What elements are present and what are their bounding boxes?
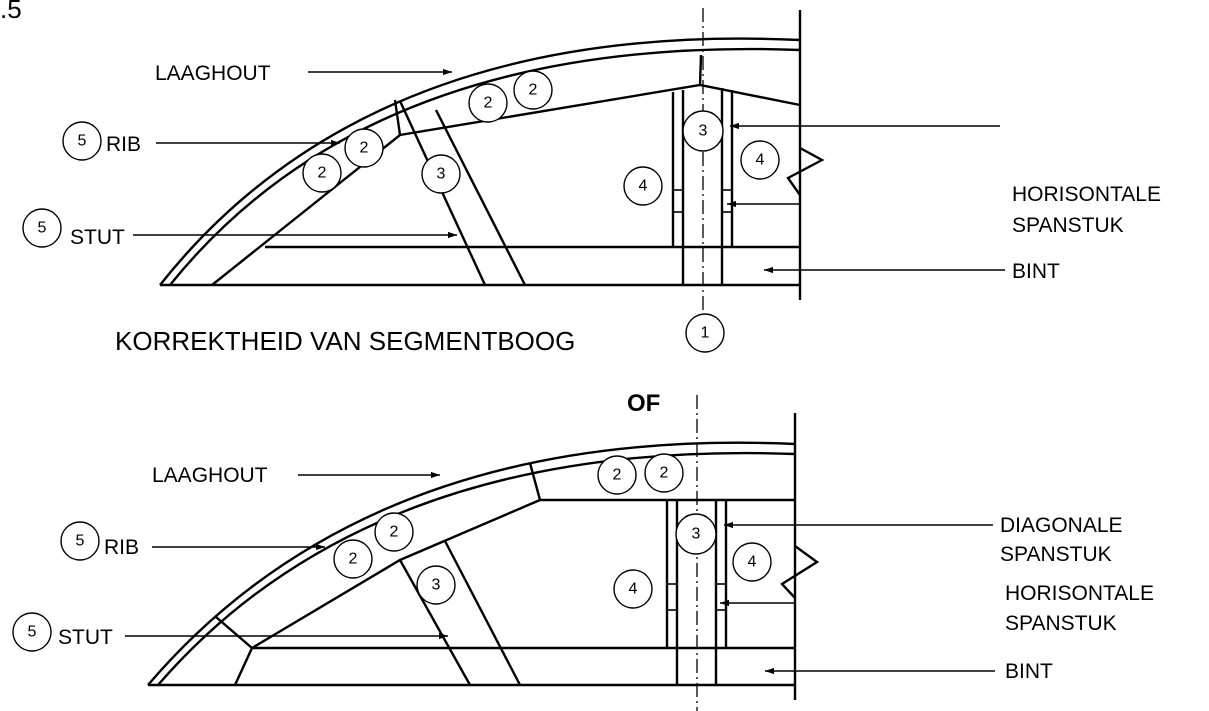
top-bint-label: BINT <box>1012 260 1060 283</box>
bottom-strut-marker <box>416 565 456 605</box>
bottom-truss <box>147 395 820 711</box>
top-rib-marker-b <box>302 153 342 193</box>
top-laaghout-label: LAAGHOUT <box>155 62 271 85</box>
bottom-rib-marker-b <box>333 539 373 579</box>
bottom-left-brace-a <box>215 616 253 649</box>
top-caption-marker <box>685 313 725 353</box>
top-laaghout-marker-b <box>513 70 553 110</box>
bottom-left-brace-b <box>233 647 254 686</box>
top-caption: KORREKTHEID VAN SEGMENTBOOG <box>115 326 575 356</box>
top-rib-marker <box>62 121 102 161</box>
bottom-arch-inner <box>157 451 796 686</box>
top-arch-inner <box>169 47 801 286</box>
separator-of: OF <box>627 390 660 417</box>
bottom-rib-marker <box>60 521 100 561</box>
bottom-bint-label: BINT <box>1005 660 1053 683</box>
top-king-marker-num: 3 <box>699 123 708 140</box>
bottom-king-marker <box>675 513 717 555</box>
bottom-arch-outer <box>147 441 796 686</box>
top-arch-outer <box>159 37 801 286</box>
top-strut-b <box>434 109 527 286</box>
top-left-panel-marker-num: 4 <box>639 178 648 195</box>
bottom-horisontale-spanstuk-label: SPANSTUK <box>1005 612 1117 635</box>
bottom-rib-lower <box>251 498 795 650</box>
top-caption-marker-num: 1 <box>701 325 710 342</box>
bottom-laaghout-marker-a-num: 2 <box>613 467 622 484</box>
bottom-diagonale-label: DIAGONALE <box>1000 514 1123 537</box>
top-joint-apex <box>698 54 703 86</box>
bottom-rib-joint-top <box>528 462 542 501</box>
top-joint-left <box>393 99 402 136</box>
top-rib-lower <box>211 83 801 286</box>
bottom-diagonale-spanstuk-label: SPANSTUK <box>1000 543 1112 566</box>
bottom-strut-a <box>398 559 472 686</box>
bottom-left-panel-marker-num: 4 <box>629 581 638 598</box>
bottom-strut-b <box>443 540 522 686</box>
bottom-right-panel-marker <box>732 542 772 582</box>
top-strut-marker-num: 3 <box>437 166 446 183</box>
bottom-laaghout-marker-a <box>597 455 637 495</box>
top-rib-marker-a-num: 2 <box>360 140 369 157</box>
top-stut-marker <box>22 208 62 248</box>
top-spanstuk-label: SPANSTUK <box>1012 214 1124 237</box>
bottom-rib-marker-num: 5 <box>76 533 85 550</box>
top-horisontale-label: HORISONTALE <box>1012 183 1161 206</box>
bottom-rib-marker-b-num: 2 <box>349 551 358 568</box>
top-laaghout-marker-a <box>468 83 508 123</box>
top-strut-marker <box>421 154 461 194</box>
figure-number: .5 <box>0 0 22 24</box>
top-rib-marker-a <box>344 128 384 168</box>
bottom-rib-marker-a <box>374 512 414 552</box>
top-rib-label: RIB <box>106 133 141 156</box>
bottom-strut-marker-num: 3 <box>432 577 441 594</box>
bottom-rib-label: RIB <box>104 536 139 559</box>
bottom-king-marker-num: 3 <box>692 526 701 543</box>
bottom-horisontale-label: HORISONTALE <box>1005 582 1154 605</box>
bottom-stut-marker <box>12 612 52 652</box>
top-left-panel-marker <box>623 166 663 206</box>
top-king-marker <box>682 110 724 152</box>
top-stut-marker-num: 5 <box>38 220 47 237</box>
bottom-break-symbol <box>780 545 820 599</box>
bottom-stut-label: STUT <box>58 626 113 649</box>
top-stut-label: STUT <box>70 226 125 249</box>
top-laaghout-marker-a-num: 2 <box>484 95 493 112</box>
top-break-symbol <box>786 146 825 196</box>
bottom-rib-marker-a-num: 2 <box>390 524 399 541</box>
top-right-panel-marker-num: 4 <box>756 152 765 169</box>
bottom-stut-marker-num: 5 <box>28 624 37 641</box>
bottom-right-panel-marker-num: 4 <box>748 554 757 571</box>
bottom-left-panel-marker <box>613 569 653 609</box>
top-laaghout-marker-b-num: 2 <box>529 82 538 99</box>
bottom-laaghout-label: LAAGHOUT <box>152 464 268 487</box>
top-right-panel-marker <box>740 140 780 180</box>
bottom-laaghout-marker-b-num: 2 <box>660 465 669 482</box>
top-truss <box>159 8 825 330</box>
top-rib-marker-num: 5 <box>78 133 87 150</box>
bottom-laaghout-marker-b <box>644 453 684 493</box>
top-rib-marker-b-num: 2 <box>318 165 327 182</box>
